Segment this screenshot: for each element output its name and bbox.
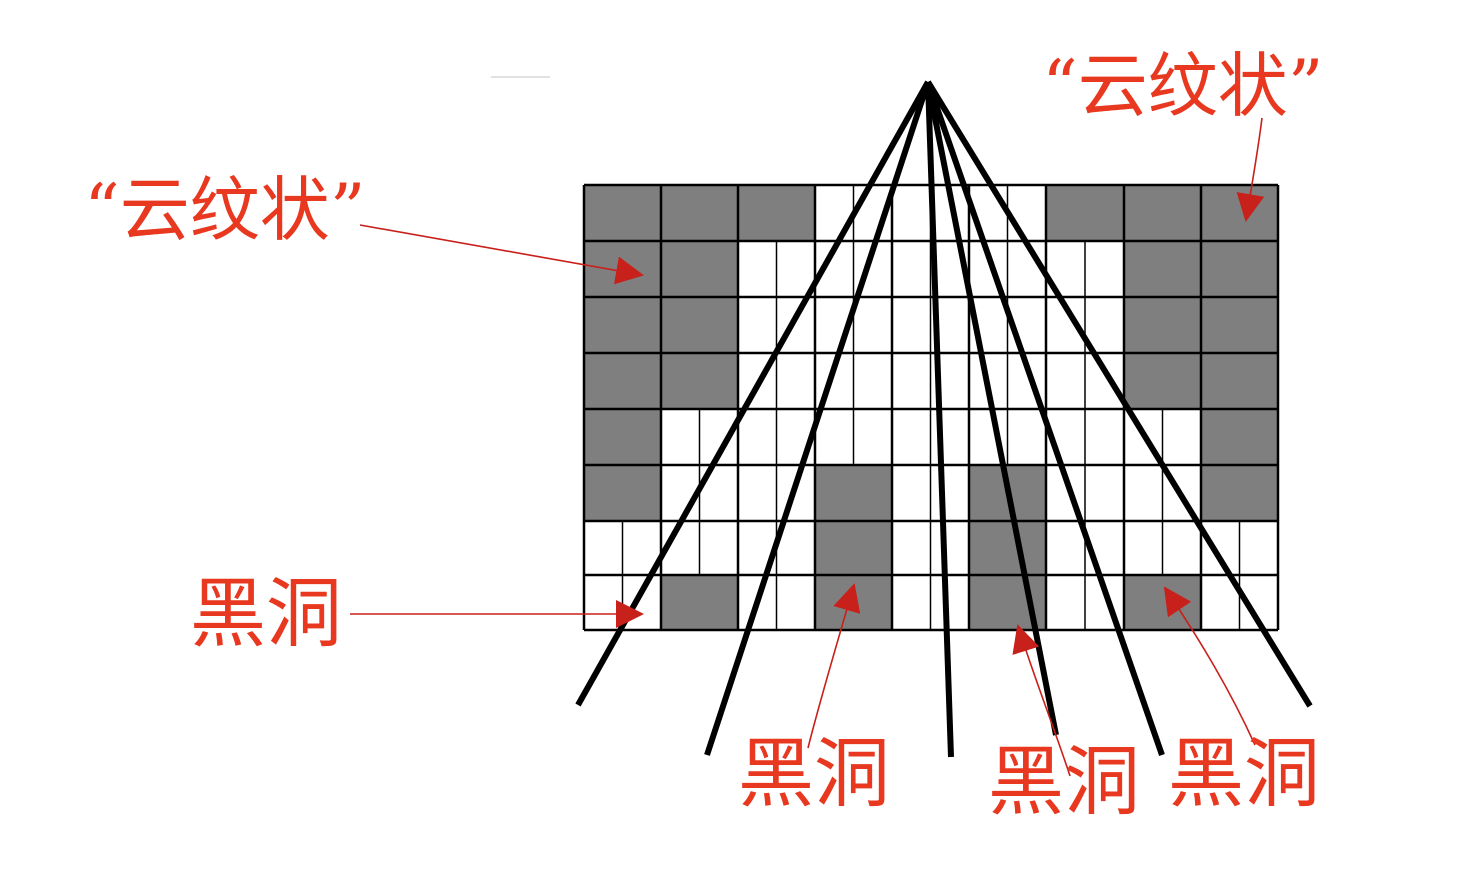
grid-cell-dark [661, 297, 738, 353]
grid-cell-dark [661, 185, 738, 241]
black-hole-label-bottom-2: 黑洞 [988, 737, 1140, 826]
black-hole-label-bottom-3: 黑洞 [1168, 729, 1320, 818]
grid-cell-dark [738, 185, 815, 241]
grid-cell-dark [584, 241, 661, 297]
sampling-rays [575, 80, 1313, 758]
arrow-hole-bottom-2 [1012, 624, 1071, 777]
grid-cell-dark [1124, 297, 1201, 353]
black-hole-label-bottom-1: 黑洞 [738, 729, 890, 818]
grid-cell-dark [1201, 465, 1278, 521]
cloud-pattern-label-right: “云纹状” [1042, 45, 1324, 127]
arrow-hole-bottom-1 [807, 583, 861, 749]
grid-cell-dark [1201, 185, 1278, 241]
cloud-pattern-label-left: “云纹状” [84, 169, 366, 251]
grid-cell-dark [969, 521, 1046, 575]
grid-cell-dark [584, 409, 661, 465]
black-hole-label-left: 黑洞 [190, 569, 342, 658]
grid-cell-dark [1124, 353, 1201, 409]
grid-cell-dark [815, 521, 892, 575]
voxel-grid-lines [582, 183, 1280, 632]
grid-cell-dark [1124, 575, 1201, 630]
ray-3 [925, 81, 954, 758]
grid-cell-dark [584, 185, 661, 241]
grid-cell-dark [584, 353, 661, 409]
arrow-cloud-left [359, 224, 644, 285]
grid-cell-dark [1124, 185, 1201, 241]
grid-cell-dark [584, 465, 661, 521]
grid-cell-dark [1201, 353, 1278, 409]
grid-cell-dark [661, 353, 738, 409]
grid-cell-dark [1201, 241, 1278, 297]
grid-cell-dark [1124, 241, 1201, 297]
grid-cell-dark [661, 241, 738, 297]
ray-5 [925, 80, 1313, 708]
ray-4 [925, 81, 1165, 756]
grid-cell-dark [1046, 185, 1124, 241]
grid-cell-dark [815, 575, 892, 630]
ray-2 [704, 81, 931, 756]
grid-cell-dark [661, 575, 738, 630]
annotation-arrows [350, 117, 1265, 777]
grid-cell-dark [1201, 297, 1278, 353]
grid-cell-dark [584, 297, 661, 353]
grid-cell-dark [1201, 409, 1278, 465]
grid-cell-dark [815, 465, 892, 521]
arrow-cloud-right [1236, 117, 1265, 222]
arrow-hole-bottom-3 [1163, 586, 1256, 746]
